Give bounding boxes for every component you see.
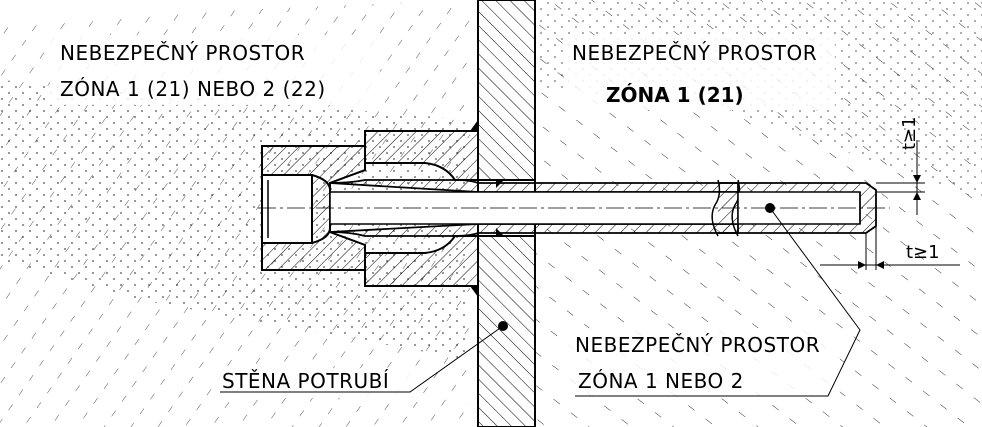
dimension-vertical xyxy=(876,140,925,215)
pipe-wall xyxy=(477,0,536,427)
dimension-vertical-label: t≥1 xyxy=(899,116,920,150)
dimension-horizontal xyxy=(820,226,960,270)
zone-left-subtitle: ZÓNA 1 (21) NEBO 2 (22) xyxy=(60,77,326,101)
wall-label: STĚNA POTRUBÍ xyxy=(222,369,389,393)
leader-wall xyxy=(220,321,508,393)
thermowell-sheath xyxy=(258,179,890,237)
zone-left-title: NEBEZPEČNÝ PROSTOR xyxy=(60,41,305,65)
zone-bottom-subtitle: ZÓNA 1 NEBO 2 xyxy=(578,369,744,393)
leader-bottom-zone xyxy=(575,207,861,397)
dimension-horizontal-label: t≥1 xyxy=(906,242,940,263)
zone-right-subtitle: ZÓNA 1 (21) xyxy=(606,83,744,107)
zone-right-title: NEBEZPEČNÝ PROSTOR xyxy=(572,41,817,65)
zone-bottom-title: NEBEZPEČNÝ PROSTOR xyxy=(575,333,820,357)
